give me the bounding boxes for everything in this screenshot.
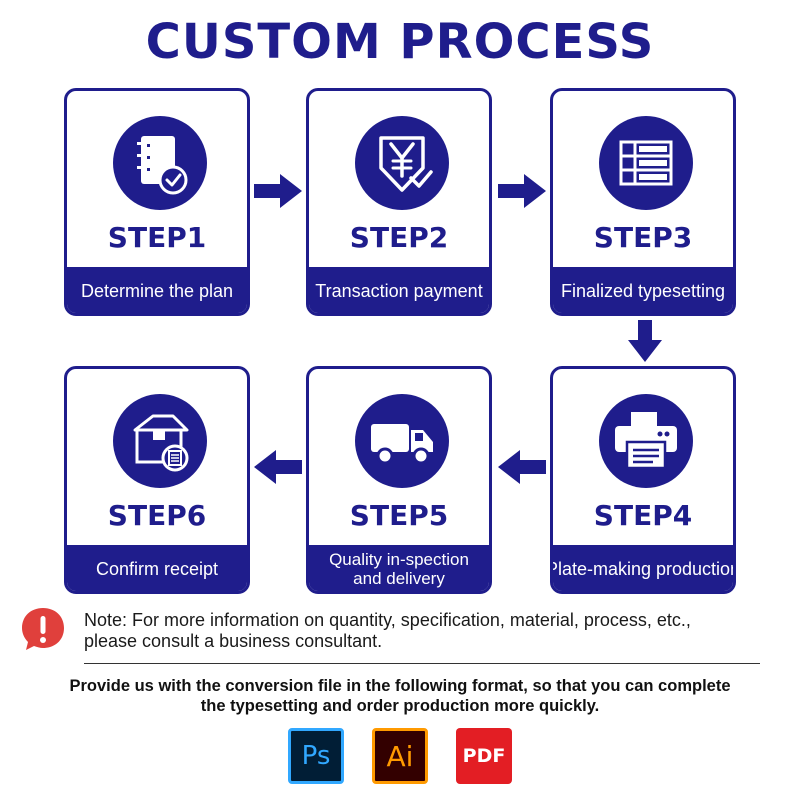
plan-check-icon (113, 116, 207, 210)
step-label: Finalized typesetting (553, 267, 733, 313)
step-card-2: STEP2 Transaction payment (306, 88, 492, 316)
step-title: STEP6 (107, 499, 207, 532)
alert-icon (20, 606, 66, 652)
instruction-line: the typesetting and order production mor… (200, 697, 600, 715)
photoshop-icon: Ps (288, 728, 344, 784)
step-title: STEP5 (349, 499, 449, 532)
note-line: Note: For more information on quantity, … (84, 610, 691, 630)
printer-icon (599, 394, 693, 488)
step-label-line: Quality in-spection (329, 549, 469, 569)
box-receipt-icon (113, 394, 207, 488)
step-label-line: and delivery (353, 568, 445, 588)
arrow-left-icon (254, 450, 302, 484)
arrow-down-icon (628, 320, 662, 362)
pdf-icon-label: PDF (462, 745, 506, 767)
step-title: STEP1 (107, 221, 207, 254)
note-text: Note: For more information on quantity, … (84, 610, 784, 652)
instruction-line: Provide us with the conversion file in t… (69, 677, 731, 695)
step-card-3: STEP3 Finalized typesetting (550, 88, 736, 316)
illustrator-icon-label: Ai (386, 739, 414, 773)
yuan-payment-icon (355, 116, 449, 210)
step-label: Plate-making production (553, 545, 733, 591)
step-label: Quality in-spection and delivery (309, 545, 489, 591)
illustrator-icon: Ai (372, 728, 428, 784)
arrow-right-icon (498, 174, 546, 208)
pdf-icon: PDF (456, 728, 512, 784)
page-title: CUSTOM PROCESS (145, 14, 655, 70)
step-label: Determine the plan (67, 267, 247, 313)
note-line: please consult a business consultant. (84, 631, 383, 651)
table-layout-icon (599, 116, 693, 210)
step-title: STEP3 (593, 221, 693, 254)
arrow-left-icon (498, 450, 546, 484)
step-label: Confirm receipt (67, 545, 247, 591)
photoshop-icon-label: Ps (301, 741, 331, 771)
format-instructions: Provide us with the conversion file in t… (20, 676, 780, 716)
step-title: STEP2 (349, 221, 449, 254)
step-title: STEP4 (593, 499, 693, 532)
step-card-4: STEP4 Plate-making production (550, 366, 736, 594)
step-card-6: STEP6 Confirm receipt (64, 366, 250, 594)
step-card-1: STEP1 Determine the plan (64, 88, 250, 316)
arrow-right-icon (254, 174, 302, 208)
step-card-5: STEP5 Quality in-spection and delivery (306, 366, 492, 594)
step-label: Transaction payment (309, 267, 489, 313)
divider (84, 663, 760, 664)
delivery-truck-icon (355, 394, 449, 488)
